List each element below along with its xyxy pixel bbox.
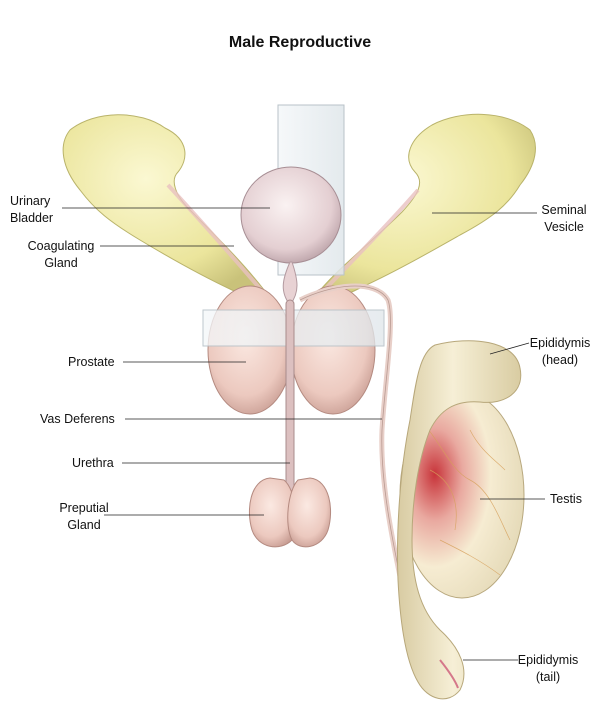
label-line: Coagulating bbox=[27, 239, 95, 253]
label-line: Epididymis bbox=[529, 336, 591, 350]
testis-vessels bbox=[419, 419, 511, 576]
epididymis-shape bbox=[397, 340, 522, 700]
label-epididymis-tail: Epididymis (tail) bbox=[512, 652, 584, 686]
label-seminal-vesicle: Seminal Vesicle bbox=[534, 202, 594, 236]
label-line: Urethra bbox=[72, 456, 114, 470]
label-line: Vesicle bbox=[544, 220, 584, 234]
label-line: Epididymis bbox=[517, 653, 579, 667]
label-line: Gland bbox=[67, 518, 101, 532]
label-urinary-bladder: Urinary Bladder bbox=[10, 193, 53, 227]
label-line: (head) bbox=[541, 353, 579, 367]
label-line: (tail) bbox=[535, 670, 561, 684]
label-line: Prostate bbox=[68, 355, 115, 369]
label-line: Gland bbox=[44, 256, 78, 270]
seminal-vesicle-right bbox=[311, 113, 536, 302]
label-preputial-gland: Preputial Gland bbox=[52, 500, 116, 534]
diagram-title: Male Reproductive bbox=[228, 34, 372, 51]
label-prostate: Prostate bbox=[68, 354, 115, 371]
urethra-tube bbox=[285, 299, 295, 501]
label-line: Bladder bbox=[10, 211, 54, 225]
label-coagulating-gland: Coagulating Gland bbox=[20, 238, 102, 272]
preputial-glands bbox=[249, 477, 331, 548]
label-epididymis-head: Epididymis (head) bbox=[524, 335, 596, 369]
label-line: Vas Deferens bbox=[40, 412, 115, 426]
prostate-right-lobe bbox=[290, 285, 376, 415]
label-testis: Testis bbox=[550, 491, 582, 508]
label-line: Testis bbox=[550, 492, 582, 506]
label-vas-deferens: Vas Deferens bbox=[40, 411, 115, 428]
label-line: Urinary bbox=[10, 194, 51, 208]
leader-lines bbox=[62, 207, 545, 661]
label-line: Seminal bbox=[541, 203, 587, 217]
urinary-bladder-shape bbox=[240, 166, 342, 264]
prostate-left-lobe bbox=[207, 285, 293, 415]
label-line: Preputial bbox=[59, 501, 109, 515]
label-urethra: Urethra bbox=[72, 455, 114, 472]
